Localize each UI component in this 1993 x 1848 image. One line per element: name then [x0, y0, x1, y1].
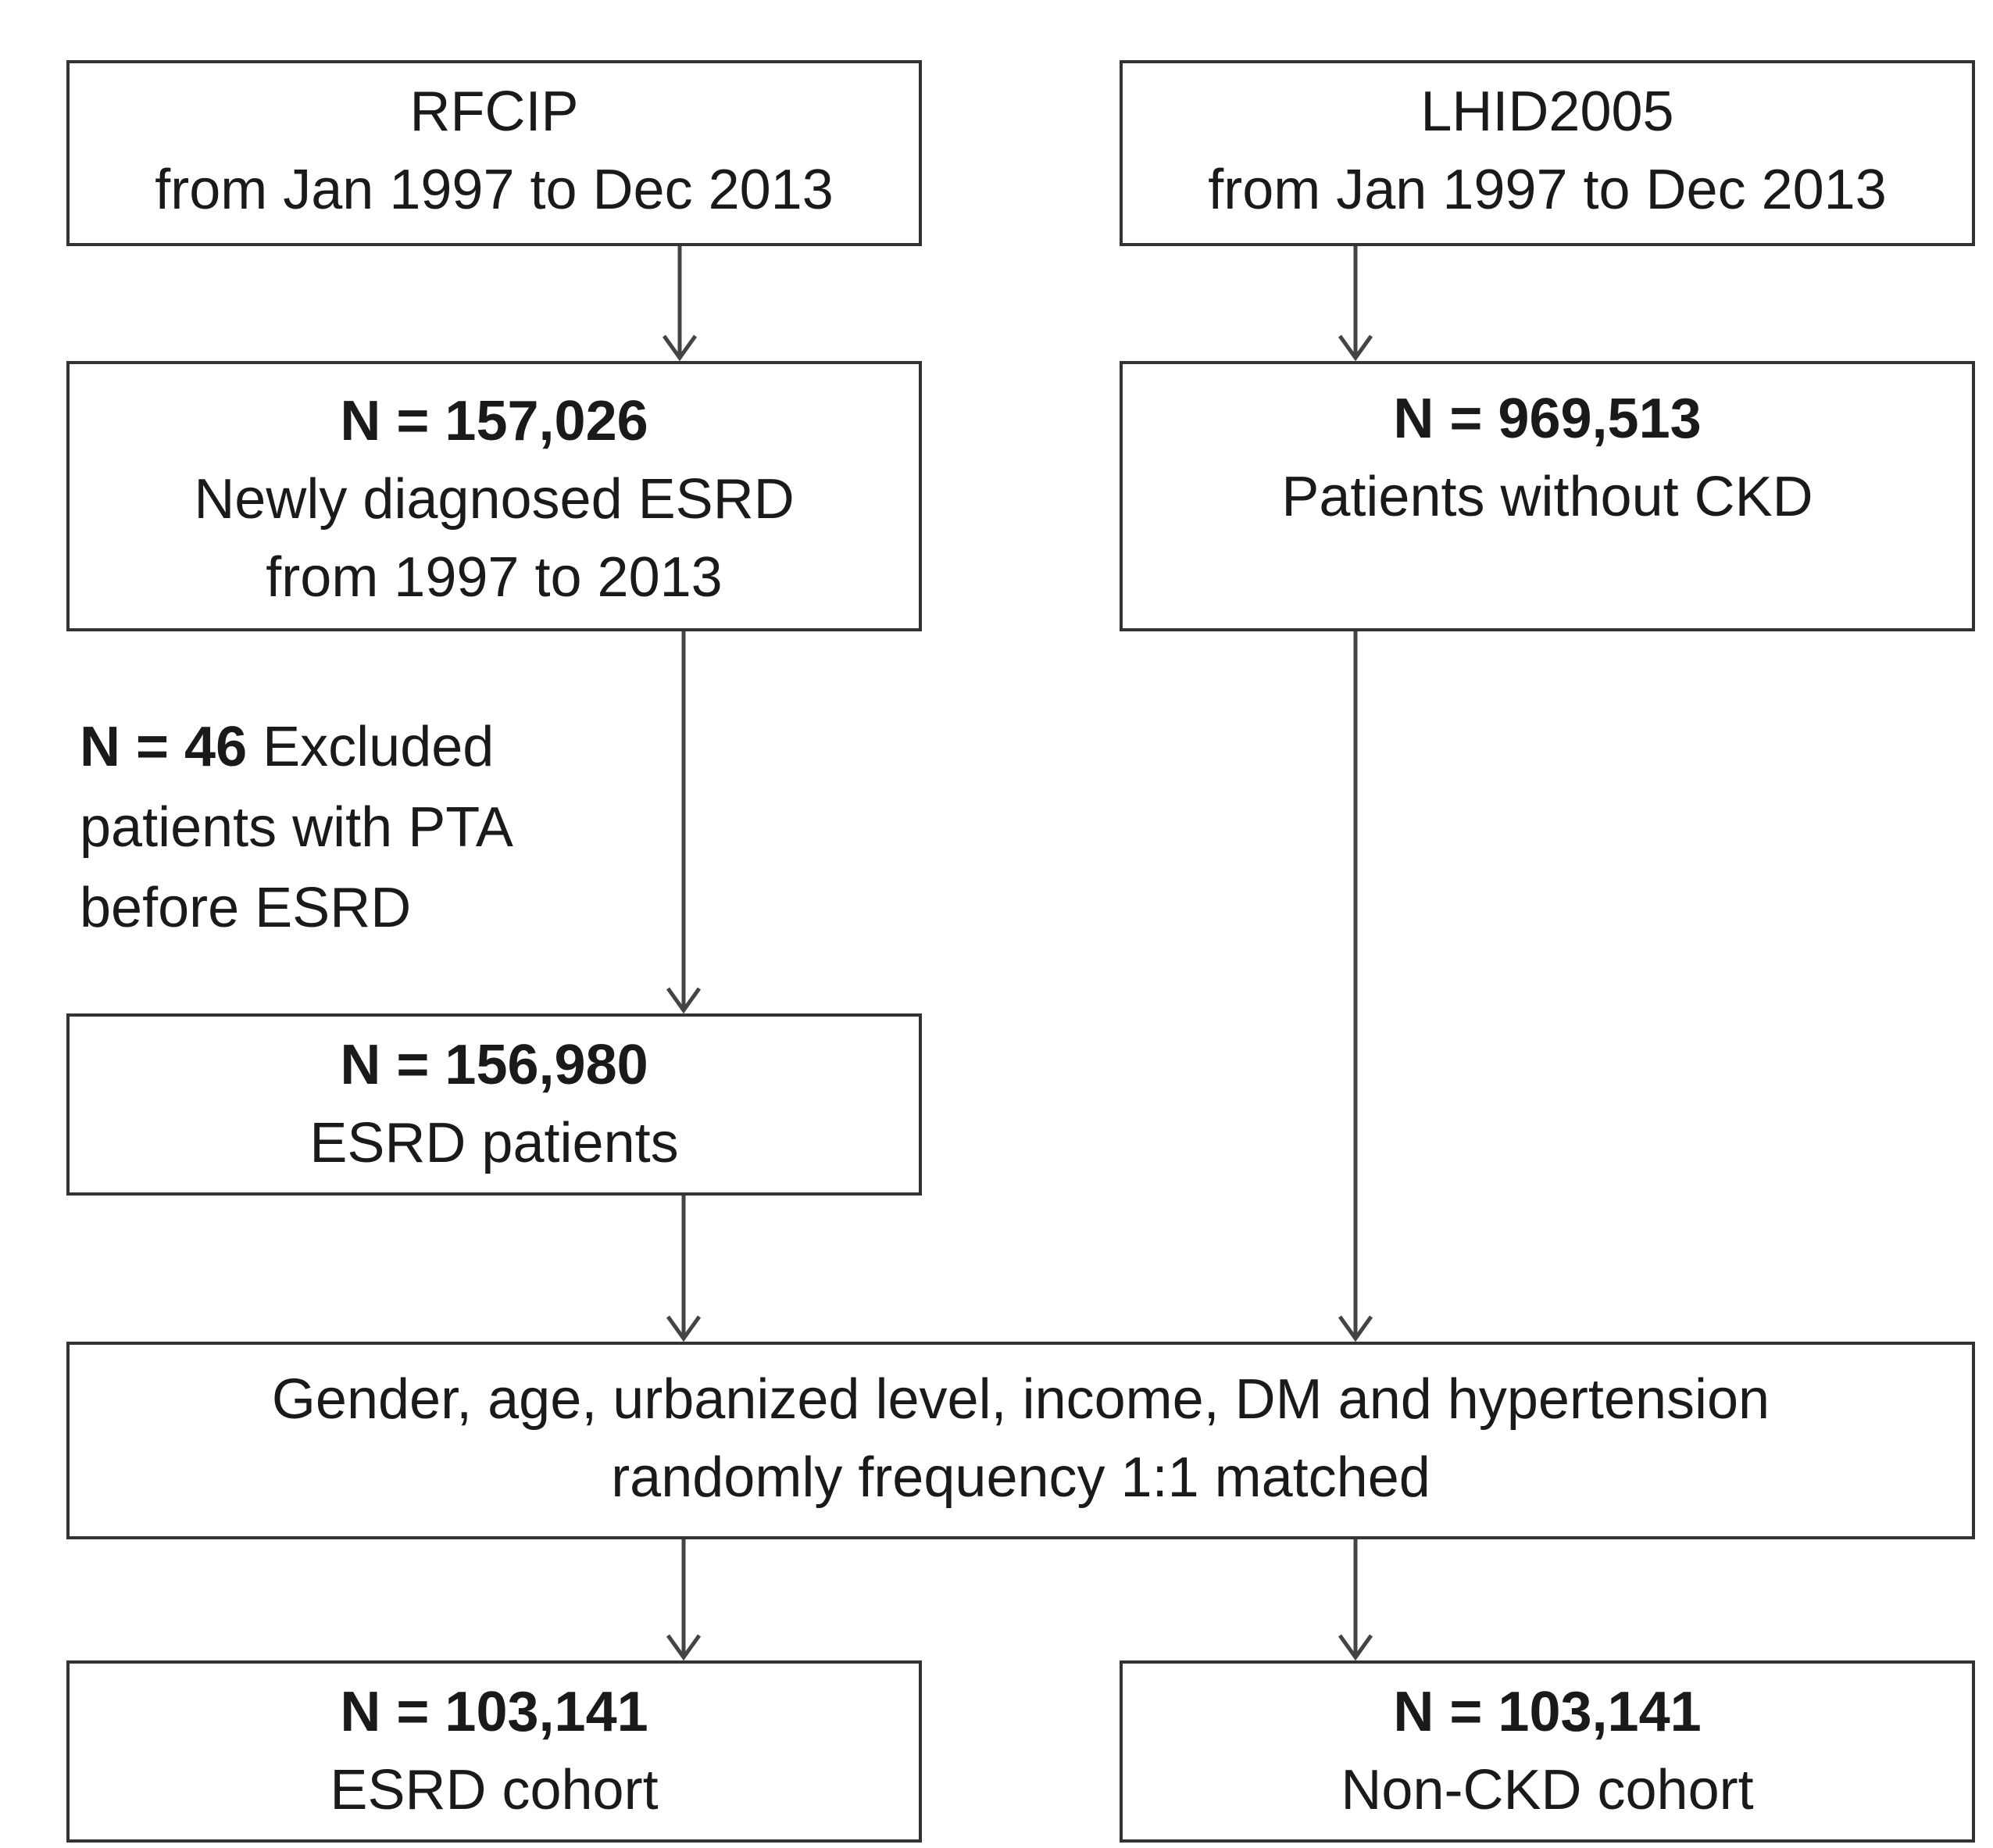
arrowhead	[1338, 334, 1373, 362]
arrowhead	[1338, 1634, 1373, 1661]
exclusion-count: N = 46	[80, 716, 248, 778]
esrd-new-count: N = 157,026	[340, 390, 648, 452]
nonckd-cohort-box: N = 103,141 Non-CKD cohort	[1120, 1660, 1975, 1843]
no-ckd-count: N = 969,513	[1393, 388, 1702, 450]
esrd-patients-count: N = 156,980	[340, 1034, 648, 1096]
no-ckd-box: N = 969,513 Patients without CKD	[1120, 361, 1975, 631]
matching-method: randomly frequency 1:1 matched	[611, 1446, 1430, 1509]
lhid-title: LHID2005	[1420, 80, 1674, 143]
esrd-new-box: N = 157,026 Newly diagnosed ESRD from 19…	[66, 361, 922, 631]
esrd-patients-desc: ESRD patients	[309, 1112, 679, 1174]
lhid-box: LHID2005 from Jan 1997 to Dec 2013	[1120, 60, 1975, 246]
esrd-patients-box: N = 156,980 ESRD patients	[66, 1013, 922, 1196]
esrd-cohort-box: N = 103,141 ESRD cohort	[66, 1660, 922, 1843]
rfcip-title: RFCIP	[409, 80, 579, 143]
rfcip-box: RFCIP from Jan 1997 to Dec 2013	[66, 60, 922, 246]
esrd-cohort-label: ESRD cohort	[330, 1759, 659, 1821]
exclusion-line3: before ESRD	[80, 877, 412, 939]
no-ckd-desc: Patients without CKD	[1281, 466, 1813, 528]
esrd-new-desc: Newly diagnosed ESRD	[194, 468, 795, 531]
nonckd-cohort-count: N = 103,141	[1393, 1681, 1702, 1743]
arrowhead	[666, 1315, 702, 1342]
arrowhead	[666, 1634, 702, 1661]
rfcip-period: from Jan 1997 to Dec 2013	[155, 159, 834, 221]
exclusion-label: Excluded	[247, 716, 495, 778]
esrd-cohort-count: N = 103,141	[340, 1681, 648, 1743]
matching-criteria: Gender, age, urbanized level, income, DM…	[271, 1368, 1770, 1431]
arrowhead	[662, 334, 698, 362]
nonckd-cohort-label: Non-CKD cohort	[1341, 1759, 1754, 1821]
exclusion-line2: patients with PTA	[80, 796, 513, 859]
arrowhead	[666, 987, 702, 1014]
arrowhead	[1338, 1315, 1373, 1342]
esrd-new-period: from 1997 to 2013	[266, 546, 723, 609]
lhid-period: from Jan 1997 to Dec 2013	[1208, 159, 1887, 221]
exclusion-note: N = 46 Excluded patients with PTA before…	[80, 707, 627, 949]
matching-box: Gender, age, urbanized level, income, DM…	[66, 1342, 1975, 1539]
